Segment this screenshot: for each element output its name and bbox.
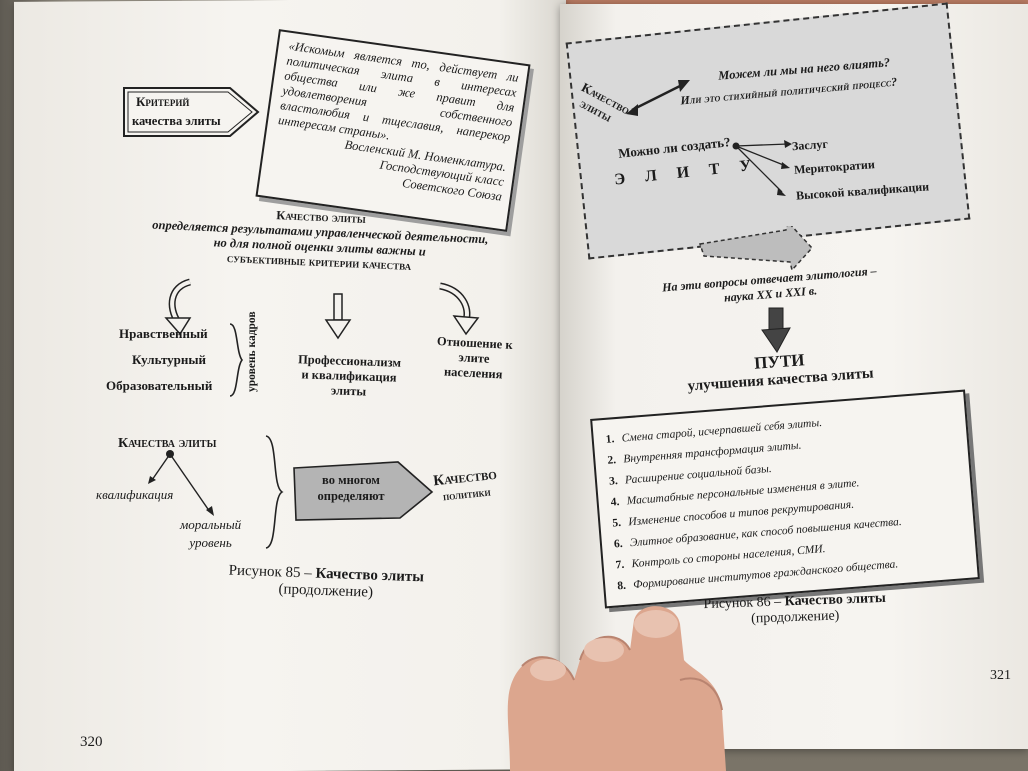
ways-item-number: 7. [615,558,625,572]
qualities-title: Качества элиты [118,436,217,451]
ways-item-number: 8. [616,579,627,593]
criterion-relation: Отношение к элите населения [423,333,525,383]
quote-box: «Искомым является то, действует ли полит… [255,29,531,232]
create-arrows [732,140,792,196]
determine-line1: во многом [322,473,380,487]
ways-item-number: 2. [606,454,617,467]
down-arrow [699,226,814,272]
criterion-educational: Образовательный [106,378,213,393]
questions-dashed-box [565,2,971,260]
ways-item-number: 6. [613,537,624,551]
right-caption-bold: Качество элиты [784,590,887,610]
ways-arrow [761,307,791,353]
criterion-sign: Критерий качества элиты [122,80,262,144]
determine-arrow: во многом определяют [290,458,436,522]
ways-item-number: 4. [610,496,620,509]
left-caption-prefix: Рисунок 85 – [228,562,313,582]
criterion-line2: качества элиты [132,114,221,128]
criteria-brace [229,323,243,397]
right-page-number: 321 [990,668,1011,683]
qualities-brace [265,435,284,549]
left-page-number: 320 [80,734,103,750]
politics-quality: Качество политики [433,467,500,505]
double-arrow [626,80,690,116]
ways-item-number: 5. [611,516,622,530]
quality-moral: моральный уровень [180,516,241,552]
ways-list: 1.Смена старой, исчерпавшей себя элиты. … [592,392,977,599]
criterion-line1: Критерий [136,94,190,109]
criterion-professional: Профессионализм и квалификация элиты [283,352,414,402]
criterion-cultural: Культурный [132,352,207,367]
qualities-arrows [148,450,214,516]
quality-moral-line2: уровень [189,535,232,550]
create-merits: Заслуг [791,136,829,154]
criteria-arrows [164,278,480,340]
criterion-moral: Нравственный [119,326,208,341]
determine-line2: определяют [317,489,385,503]
ways-item-number: 3. [608,475,619,488]
hand [507,606,726,771]
ways-item-number: 1. [605,433,615,446]
quality-qualification: квалификация [96,487,174,502]
level-vertical-label: уровень кадров [246,311,258,392]
ways-list-box: 1.Смена старой, исчерпавшей себя элиты. … [590,389,980,609]
quality-moral-line1: моральный [180,517,242,532]
